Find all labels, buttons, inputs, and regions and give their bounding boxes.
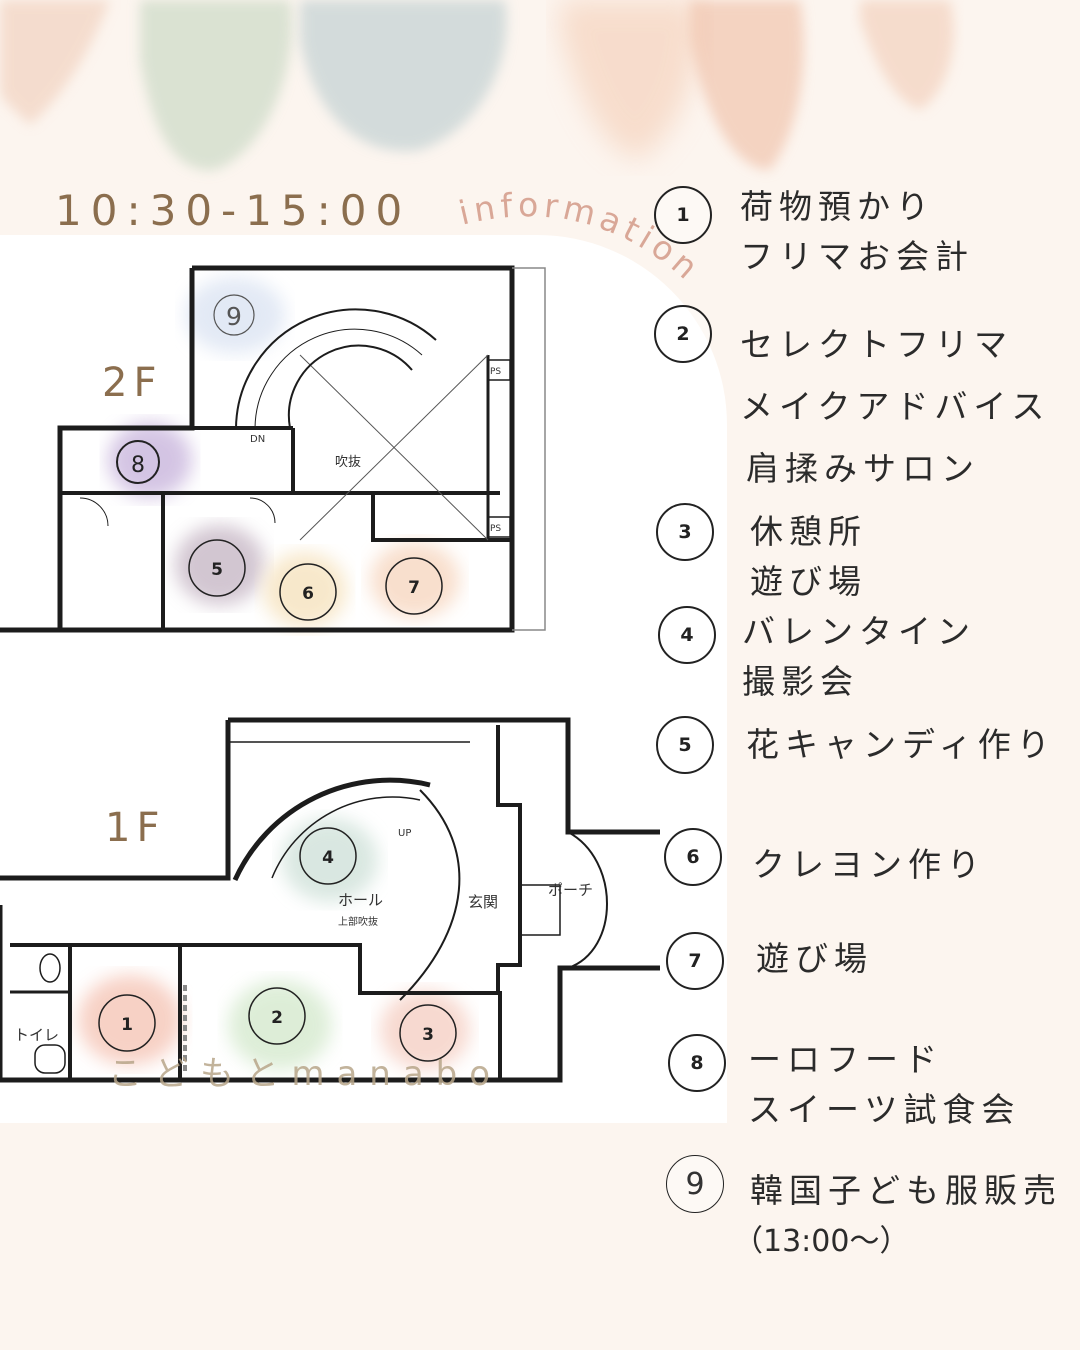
plan-markers: 9 8 5 6 7 4 1 2 [98,294,457,1062]
ps-label-top: PS [490,367,501,377]
legend-badge-1: 1 [654,186,712,244]
svg-text:9: 9 [226,302,242,331]
area-highlights [78,277,470,1070]
legend-badge-3: 3 [656,503,714,561]
hall-sub-label: 上部吹抜 [338,915,378,928]
first-floor-plan [0,717,660,1083]
plan-marker-5: 5 [188,539,246,597]
svg-text:8: 8 [131,453,145,478]
legend-8-line-2: スイーツ試食会 [748,1090,1021,1129]
svg-text:1: 1 [121,1015,133,1035]
plan-marker-6: 6 [279,563,337,621]
plan-marker-3: 3 [399,1004,457,1062]
up-label: UP [398,828,411,839]
svg-text:7: 7 [408,578,420,598]
event-time: 10:30-15:00 [55,186,412,235]
svg-text:4: 4 [322,848,334,868]
legend-1-line-2: フリマお会計 [740,237,974,276]
legend-badge-7: 7 [666,932,724,990]
brand-watermark: こどもとmanabo [108,1054,503,1094]
plan-marker-4: 4 [299,827,357,885]
floor-label-1f: 1F [105,805,166,851]
second-floor-plan [0,265,546,633]
legend-9-line-1: 韓国子ども服販売 [750,1171,1062,1210]
porch-label: ポーチ [548,881,593,899]
legend-2-line-1: セレクトフリマ [740,325,1013,364]
fukinuke-label: 吹抜 [335,454,361,470]
legend-badge-2: 2 [654,305,712,363]
dn-label: DN [250,434,265,445]
legend-7-line-1: 遊び場 [756,939,873,978]
legend-1-line-1: 荷物預かり [740,187,935,226]
toilet-label: トイレ [14,1026,59,1044]
hall-label: ホール [338,891,383,909]
legend-4-line-1: バレンタイン [742,612,976,651]
plan-marker-8: 8 [116,440,160,484]
legend-5-line-1: 花キャンディ作り [746,725,1056,764]
legend-badge-4: 4 [658,606,716,664]
ps-label-bottom: PS [490,524,501,534]
legend-9-note: （13:00～） [733,1224,910,1259]
legend-3-line-2: 遊び場 [750,562,867,601]
legend-badge-5: 5 [656,716,714,774]
plan-marker-7: 7 [385,557,443,615]
plan-marker-1: 1 [98,994,156,1052]
legend-6-line-1: クレヨン作り [752,845,986,884]
legend-badge-8: 8 [668,1034,726,1092]
plan-marker-2: 2 [248,987,306,1045]
legend-badge-9: 9 [666,1155,724,1213]
floor-label-2f: 2F [102,360,163,406]
plan-marker-9: 9 [213,294,255,336]
floor-plan-panel [0,235,727,1123]
svg-text:3: 3 [422,1025,434,1045]
legend-badge-6: 6 [664,828,722,886]
legend-4-line-2: 撮影会 [742,662,859,701]
genkan-label: 玄関 [468,893,498,911]
legend-8-line-1: ーロフード [748,1040,943,1079]
svg-text:2: 2 [271,1008,283,1028]
svg-text:5: 5 [211,560,223,580]
svg-text:6: 6 [302,584,314,604]
legend-2-line-3: 肩揉みサロン [746,449,980,488]
legend-3-line-1: 休憩所 [750,512,867,551]
legend-2-line-2: メイクアドバイス [740,387,1051,426]
